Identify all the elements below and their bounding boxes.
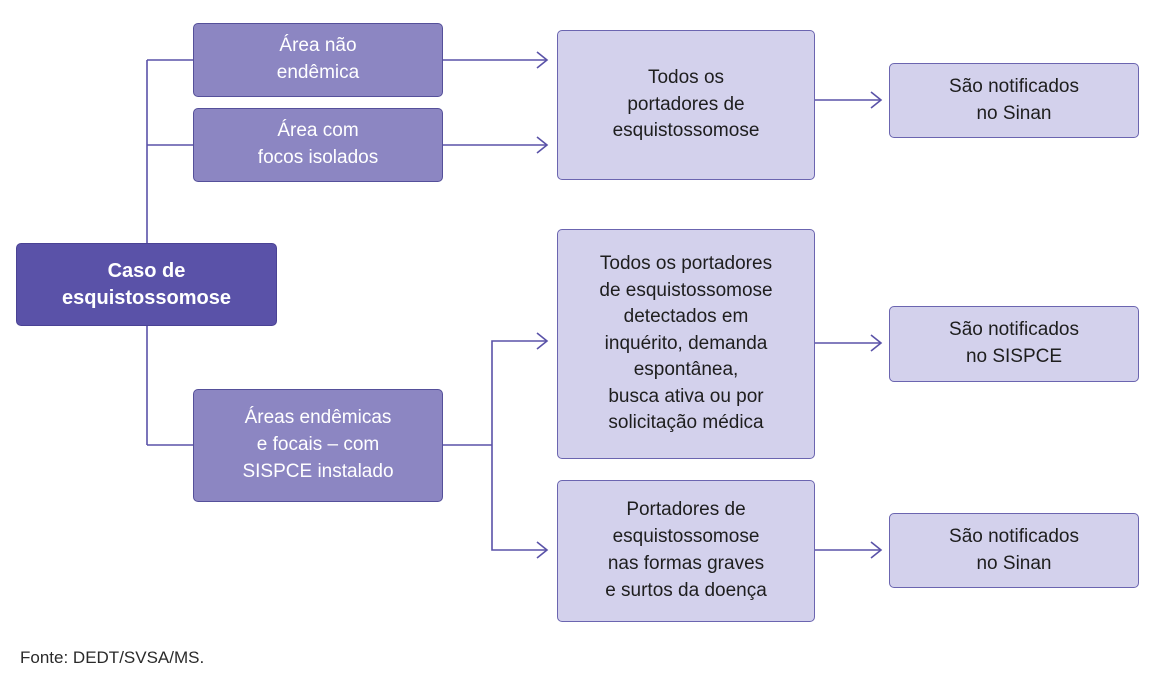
outcome-node-sispce: São notificados no SISPCE (889, 306, 1139, 382)
area-node-label: Área com focos isolados (257, 120, 379, 168)
arrowhead (536, 51, 549, 69)
area-node-label: Área não endêmica (276, 35, 360, 83)
arrowhead (536, 136, 549, 154)
area-node-focos-isolados: Área com focos isolados (193, 108, 443, 182)
outcome-node-sinan-1: São notificados no Sinan (889, 63, 1139, 138)
arrowhead (870, 541, 883, 559)
area-node-endemicas-sispce: Áreas endêmicas e focais – com SISPCE in… (193, 389, 443, 502)
root-node-caso-esquistossomose: Caso de esquistossomose (16, 243, 277, 326)
area-node-label: Áreas endêmicas e focais – com SISPCE in… (242, 407, 394, 482)
split-line-endemicas (443, 340, 546, 551)
outcome-node-sinan-2: São notificados no Sinan (889, 513, 1139, 588)
source-caption: Fonte: DEDT/SVSA/MS. (20, 648, 205, 667)
target-node-label: Todos os portadores de esquistossomose (612, 66, 760, 142)
target-node-label: Portadores de esquistossomose nas formas… (605, 499, 767, 601)
target-node-todos-portadores: Todos os portadores de esquistossomose (557, 30, 815, 180)
target-node-label: Todos os portadores de esquistossomose d… (599, 252, 773, 434)
target-node-detectados: Todos os portadores de esquistossomose d… (557, 229, 815, 459)
arrowhead (870, 91, 883, 109)
outcome-node-label: São notificados no Sinan (949, 525, 1079, 574)
arrowhead (536, 541, 549, 559)
target-node-formas-graves: Portadores de esquistossomose nas formas… (557, 480, 815, 622)
outcome-node-label: São notificados no Sinan (949, 75, 1079, 124)
arrowhead (536, 332, 549, 350)
arrowhead (870, 334, 883, 352)
area-node-nao-endemica: Área não endêmica (193, 23, 443, 97)
outcome-node-label: São notificados no SISPCE (949, 319, 1079, 367)
root-node-label: Caso de esquistossomose (62, 259, 231, 309)
